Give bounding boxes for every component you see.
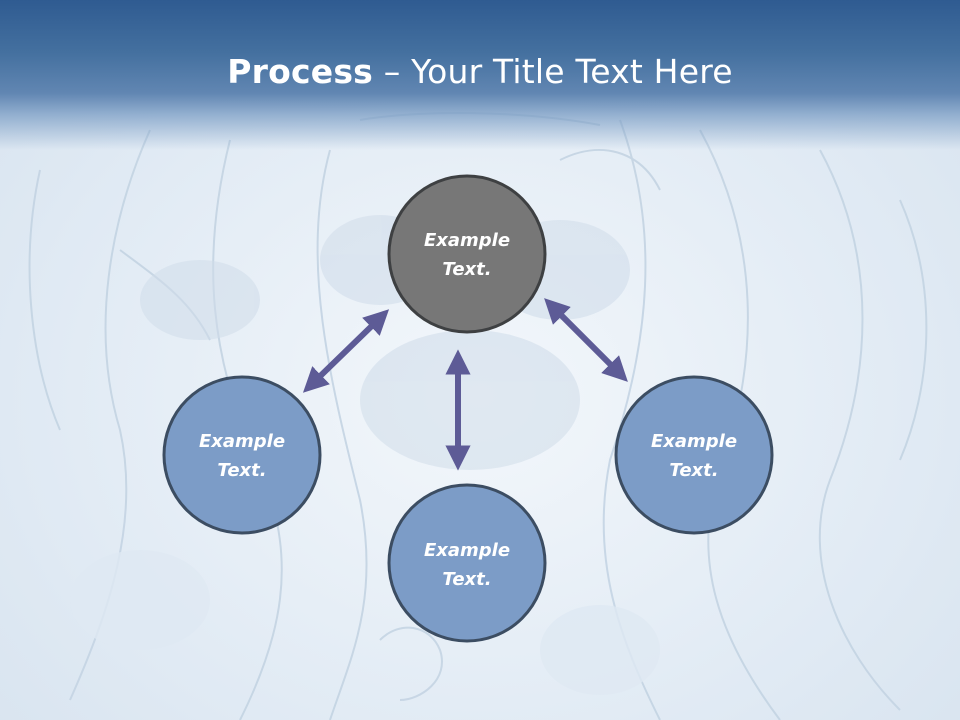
- arrow-center-right: [544, 298, 628, 382]
- node-right-circle: [614, 375, 774, 535]
- node-bottom-label-2: Text.: [442, 569, 491, 590]
- node-bottom-label-1: Example: [424, 540, 510, 561]
- node-center-label-2: Text.: [442, 259, 491, 280]
- node-center-label-1: Example: [424, 230, 510, 251]
- slide-title: Process – Your Title Text Here: [0, 52, 960, 91]
- node-bottom-circle: [387, 483, 547, 643]
- node-center: Example Text.: [387, 174, 547, 334]
- node-bottom: Example Text.: [387, 483, 547, 643]
- arrow-center-left: [302, 309, 390, 393]
- node-right-label-2: Text.: [669, 460, 718, 481]
- node-left: Example Text.: [162, 375, 322, 535]
- node-left-circle: [162, 375, 322, 535]
- title-rest: – Your Title Text Here: [373, 52, 733, 91]
- node-center-circle: [387, 174, 547, 334]
- node-right-label-1: Example: [651, 431, 737, 452]
- node-right: Example Text.: [614, 375, 774, 535]
- node-left-label-2: Text.: [217, 460, 266, 481]
- title-bold: Process: [227, 52, 374, 91]
- title-bar: [0, 0, 960, 150]
- node-left-label-1: Example: [199, 431, 285, 452]
